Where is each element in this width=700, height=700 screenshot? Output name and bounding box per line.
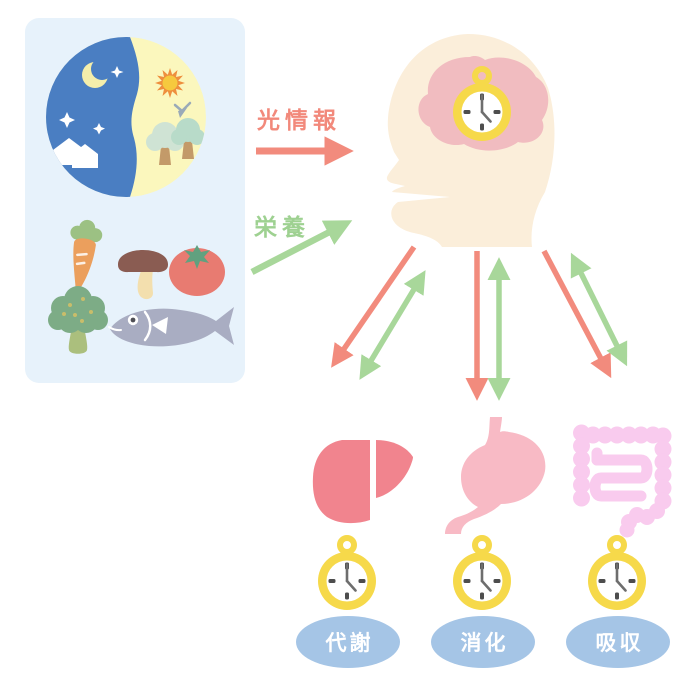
digestion-badge: 消化 (431, 616, 535, 668)
master-clock (453, 66, 511, 141)
liver-icon (312, 440, 413, 524)
stomach-icon (445, 417, 546, 534)
broccoli-icon (48, 286, 108, 354)
nutrition-label: 栄養 (254, 214, 310, 240)
tree-icon (171, 118, 205, 159)
environment-panel (25, 18, 245, 383)
digestion-label: 消化 (460, 632, 509, 655)
mushroom-icon (117, 250, 169, 300)
feedback-arrow-liver (359, 270, 426, 380)
liver (312, 440, 413, 524)
house-icon (53, 138, 98, 168)
bird-icon (173, 101, 192, 118)
carrot-icon (70, 219, 103, 291)
absorption-badge: 吸収 (566, 616, 670, 668)
fish-icon (108, 307, 234, 347)
star-icon (59, 112, 75, 128)
absorption-label: 吸収 (595, 632, 644, 655)
clock-icon (453, 66, 511, 141)
light-info-label: 光情報 (257, 107, 341, 133)
stomach (445, 417, 546, 534)
environment-illustration (46, 37, 234, 354)
digestion-clock (453, 535, 511, 610)
nutrition-arrow (250, 220, 353, 275)
clock-icon (588, 535, 646, 610)
feedback-arrow-intestine (570, 252, 628, 367)
star-icon (110, 66, 124, 78)
intestine-icon (573, 424, 672, 538)
sun-icon (155, 68, 185, 98)
clock-icon (453, 535, 511, 610)
tomato-icon (169, 245, 225, 296)
star-icon (93, 123, 105, 135)
intestine (573, 424, 672, 538)
metabolism-badge: 代謝 (296, 616, 400, 668)
metabolism-label: 代謝 (325, 632, 374, 655)
absorption-clock (588, 535, 646, 610)
metabolism-clock (318, 535, 376, 610)
clock-icon (318, 535, 376, 610)
moon-icon (82, 58, 113, 88)
